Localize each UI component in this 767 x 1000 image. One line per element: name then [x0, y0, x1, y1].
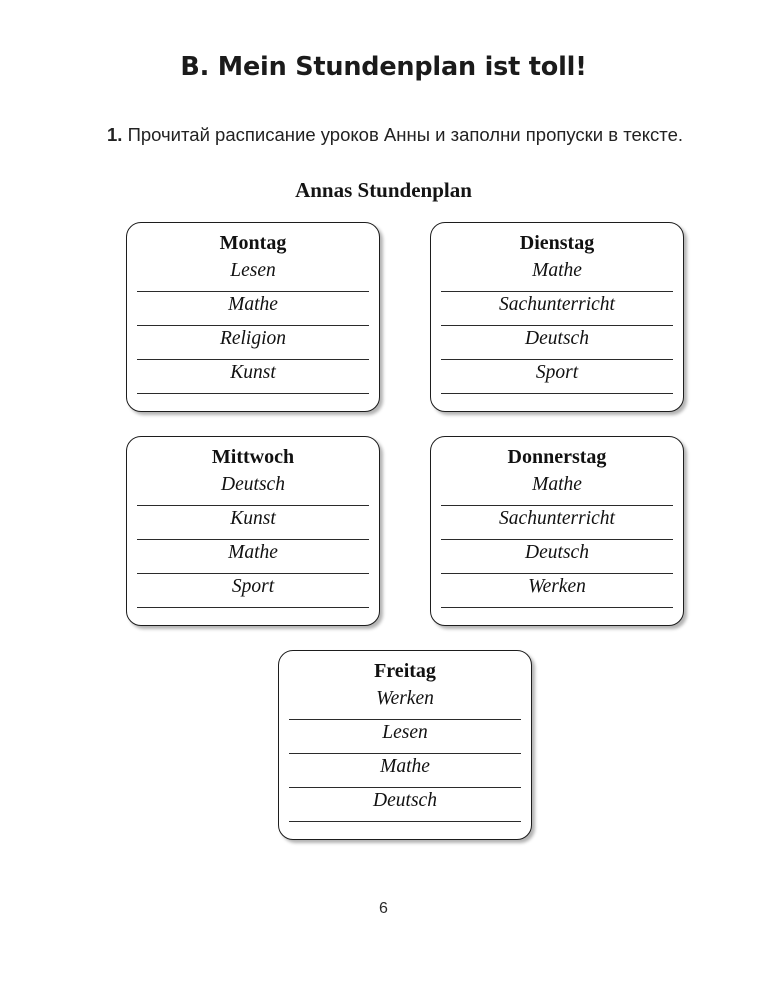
lesson-slot: Sachunterricht	[441, 506, 673, 540]
day-card-freitag: Freitag Werken Lesen Mathe Deutsch	[278, 650, 532, 840]
lesson-slot: Deutsch	[441, 326, 673, 360]
day-card-montag: Montag Lesen Mathe Religion Kunst	[126, 222, 380, 412]
lesson-slot: Lesen	[289, 720, 521, 754]
task-line: 1. Прочитай расписание уроков Анны и зап…	[107, 120, 725, 149]
page-number: 6	[379, 900, 388, 917]
lesson-slot: Mathe	[137, 540, 369, 574]
day-card-mittwoch: Mittwoch Deutsch Kunst Mathe Sport	[126, 436, 380, 626]
lesson-list: Mathe Sachunterricht Deutsch Werken	[441, 472, 673, 608]
lesson-slot: Lesen	[137, 258, 369, 292]
section-title: B. Mein Stundenplan ist toll!	[180, 52, 587, 82]
task-text: Прочитай расписание уроков Анны и заполн…	[127, 124, 684, 145]
task-instruction: 1. Прочитай расписание уроков Анны и зап…	[107, 120, 725, 149]
day-name: Mittwoch	[211, 446, 295, 468]
lesson-slot: Kunst	[137, 506, 369, 540]
day-name: Dienstag	[519, 232, 595, 254]
lesson-list: Mathe Sachunterricht Deutsch Sport	[441, 258, 673, 394]
lesson-list: Deutsch Kunst Mathe Sport	[137, 472, 369, 608]
lesson-slot: Sport	[441, 360, 673, 394]
day-name: Freitag	[374, 660, 436, 682]
day-card-dienstag: Dienstag Mathe Sachunterricht Deutsch Sp…	[430, 222, 684, 412]
lesson-slot: Mathe	[289, 754, 521, 788]
lesson-slot: Werken	[289, 686, 521, 720]
lesson-slot: Werken	[441, 574, 673, 608]
lesson-slot: Mathe	[441, 258, 673, 292]
lesson-list: Werken Lesen Mathe Deutsch	[289, 686, 521, 822]
task-number: 1.	[107, 124, 123, 145]
day-name: Montag	[219, 232, 287, 254]
lesson-slot: Religion	[137, 326, 369, 360]
lesson-slot: Deutsch	[441, 540, 673, 574]
day-card-donnerstag: Donnerstag Mathe Sachunterricht Deutsch …	[430, 436, 684, 626]
lesson-slot: Deutsch	[289, 788, 521, 822]
lesson-slot: Kunst	[137, 360, 369, 394]
day-name: Donnerstag	[507, 446, 607, 468]
lesson-slot: Mathe	[441, 472, 673, 506]
lesson-slot: Deutsch	[137, 472, 369, 506]
timetable-heading: Annas Stundenplan	[295, 178, 472, 202]
lesson-list: Lesen Mathe Religion Kunst	[137, 258, 369, 394]
lesson-slot: Sachunterricht	[441, 292, 673, 326]
lesson-slot: Mathe	[137, 292, 369, 326]
lesson-slot: Sport	[137, 574, 369, 608]
